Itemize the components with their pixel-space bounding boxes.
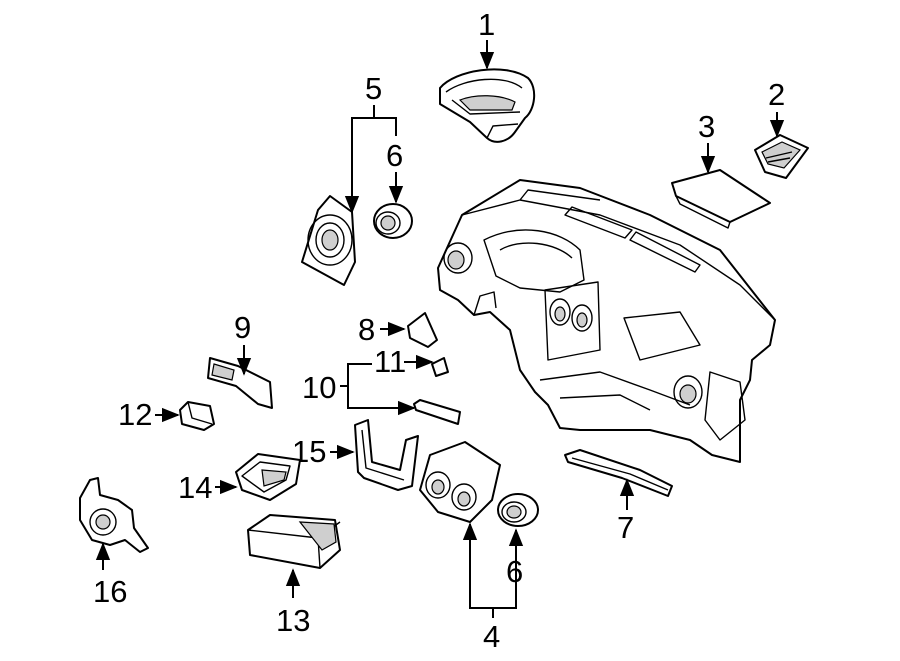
callout-6-upper: 6 <box>386 138 403 173</box>
part-5-speaker-bezel[interactable] <box>301 195 356 286</box>
part-6-upper-vent[interactable] <box>373 203 413 239</box>
part-8-trim-piece[interactable] <box>407 312 438 348</box>
callout-4: 4 <box>483 619 500 654</box>
part-13-control-module[interactable] <box>247 514 341 569</box>
callout-11: 11 <box>374 344 406 379</box>
part-1-cluster-hood[interactable] <box>439 68 536 143</box>
part-11-clip[interactable] <box>431 357 449 377</box>
callout-8: 8 <box>358 312 375 347</box>
callout-16: 16 <box>93 574 127 609</box>
callout-14: 14 <box>178 470 212 505</box>
part-4-center-vent-panel[interactable] <box>419 441 501 523</box>
callout-6-lower: 6 <box>506 554 523 589</box>
part-6-lower-vent[interactable] <box>497 493 539 527</box>
part-3-panel-cover[interactable] <box>671 169 771 229</box>
part-12-switch-block[interactable] <box>179 401 215 431</box>
callout-1: 1 <box>478 7 495 42</box>
part-10-trim-strip[interactable] <box>413 399 461 425</box>
part-2-defroster-vent[interactable] <box>754 134 809 179</box>
callout-12: 12 <box>118 397 152 432</box>
callout-9: 9 <box>234 310 251 345</box>
part-15-u-trim[interactable] <box>354 419 419 491</box>
part-9-bracket[interactable] <box>207 357 273 409</box>
callout-13: 13 <box>276 603 310 638</box>
part-16-speaker-bracket[interactable] <box>79 477 149 553</box>
callout-10: 10 <box>302 370 336 405</box>
callout-3: 3 <box>698 109 715 144</box>
callout-5: 5 <box>365 71 382 106</box>
instrument-panel-main[interactable] <box>437 179 776 463</box>
callout-7: 7 <box>617 510 634 545</box>
part-14-storage-tray[interactable] <box>235 453 301 501</box>
callout-2: 2 <box>768 77 785 112</box>
part-7-trim-strip[interactable] <box>564 449 673 497</box>
